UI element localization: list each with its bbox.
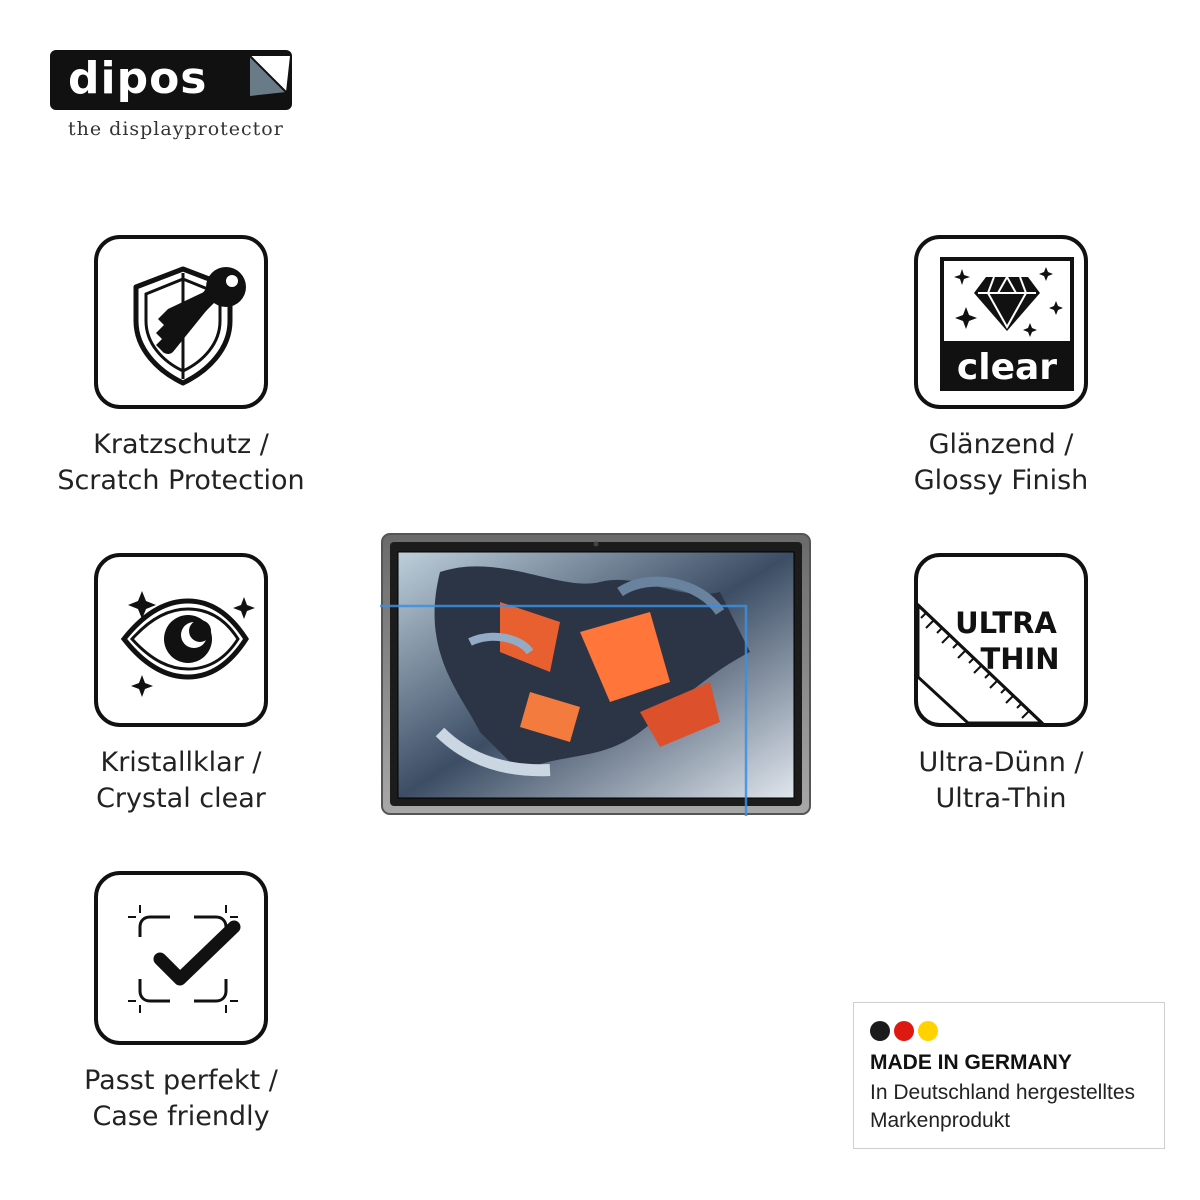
feature-label-en: Scratch Protection bbox=[57, 465, 305, 496]
feature-badge bbox=[94, 553, 268, 727]
peel-corner-icon bbox=[249, 55, 290, 96]
feature-label: Passt perfekt / Case friendly bbox=[31, 1063, 331, 1135]
shield-key-icon bbox=[133, 266, 246, 386]
feature-badge bbox=[94, 235, 268, 409]
badge-text-clear: clear bbox=[957, 347, 1057, 388]
badge-text-thin: THIN bbox=[980, 642, 1059, 676]
logo-wordmark: dipos bbox=[68, 53, 208, 104]
feature-badge: clear bbox=[914, 235, 1088, 409]
feature-label: Ultra-Dünn / Ultra-Thin bbox=[851, 745, 1151, 817]
ruler-ultra-thin-icon: ULTRA THIN bbox=[918, 602, 1060, 723]
badge-text-ultra: ULTRA bbox=[955, 606, 1057, 640]
checkmark-frame-icon bbox=[128, 905, 241, 1013]
brand-logo: dipos the displayprotector bbox=[50, 50, 294, 145]
ruler-ticks bbox=[920, 612, 1031, 719]
flag-dot-gold bbox=[918, 1021, 938, 1041]
feature-label-de: Glänzend / bbox=[928, 429, 1074, 460]
feature-glossy-finish: clear Glänzend / Glossy Finish bbox=[851, 235, 1151, 499]
tablet-product-image bbox=[376, 532, 812, 816]
feature-label: Glänzend / Glossy Finish bbox=[851, 427, 1151, 499]
diamond-clear-icon: clear bbox=[940, 257, 1074, 391]
flag-dots bbox=[870, 1021, 942, 1045]
eye-sparkle-icon bbox=[120, 591, 255, 697]
feature-label-de: Ultra-Dünn / bbox=[918, 747, 1084, 778]
made-in-line1: In Deutschland hergestelltes bbox=[870, 1081, 1135, 1104]
tablet-illustration bbox=[376, 533, 811, 816]
flag-dot-red bbox=[894, 1021, 914, 1041]
made-in-germany-box: MADE IN GERMANY In Deutschland hergestel… bbox=[853, 1002, 1165, 1149]
feature-badge: ULTRA THIN bbox=[914, 553, 1088, 727]
flag-dot-black bbox=[870, 1021, 890, 1041]
feature-crystal-clear: Kristallklar / Crystal clear bbox=[31, 553, 331, 817]
made-in-title: MADE IN GERMANY bbox=[870, 1051, 1072, 1074]
feature-case-friendly: Passt perfekt / Case friendly bbox=[31, 871, 331, 1135]
feature-scratch-protection: Kratzschutz / Scratch Protection bbox=[31, 235, 331, 499]
feature-badge bbox=[94, 871, 268, 1045]
made-in-subtitle: In Deutschland hergestelltes Markenprodu… bbox=[870, 1079, 1135, 1135]
feature-label-en: Ultra-Thin bbox=[935, 783, 1067, 814]
feature-label-en: Crystal clear bbox=[96, 783, 266, 814]
feature-label-de: Passt perfekt / bbox=[84, 1065, 278, 1096]
feature-label: Kristallklar / Crystal clear bbox=[31, 745, 331, 817]
feature-label-de: Kristallklar / bbox=[100, 747, 262, 778]
feature-label-de: Kratzschutz / bbox=[93, 429, 269, 460]
feature-label-en: Case friendly bbox=[92, 1101, 270, 1132]
logo-tagline: the displayprotector bbox=[68, 118, 284, 140]
feature-ultra-thin: ULTRA THIN Ultra-Dünn / Ultra-Thin bbox=[851, 553, 1151, 817]
feature-label-en: Glossy Finish bbox=[913, 465, 1089, 496]
feature-label: Kratzschutz / Scratch Protection bbox=[31, 427, 331, 499]
made-in-line2: Markenprodukt bbox=[870, 1109, 1011, 1132]
